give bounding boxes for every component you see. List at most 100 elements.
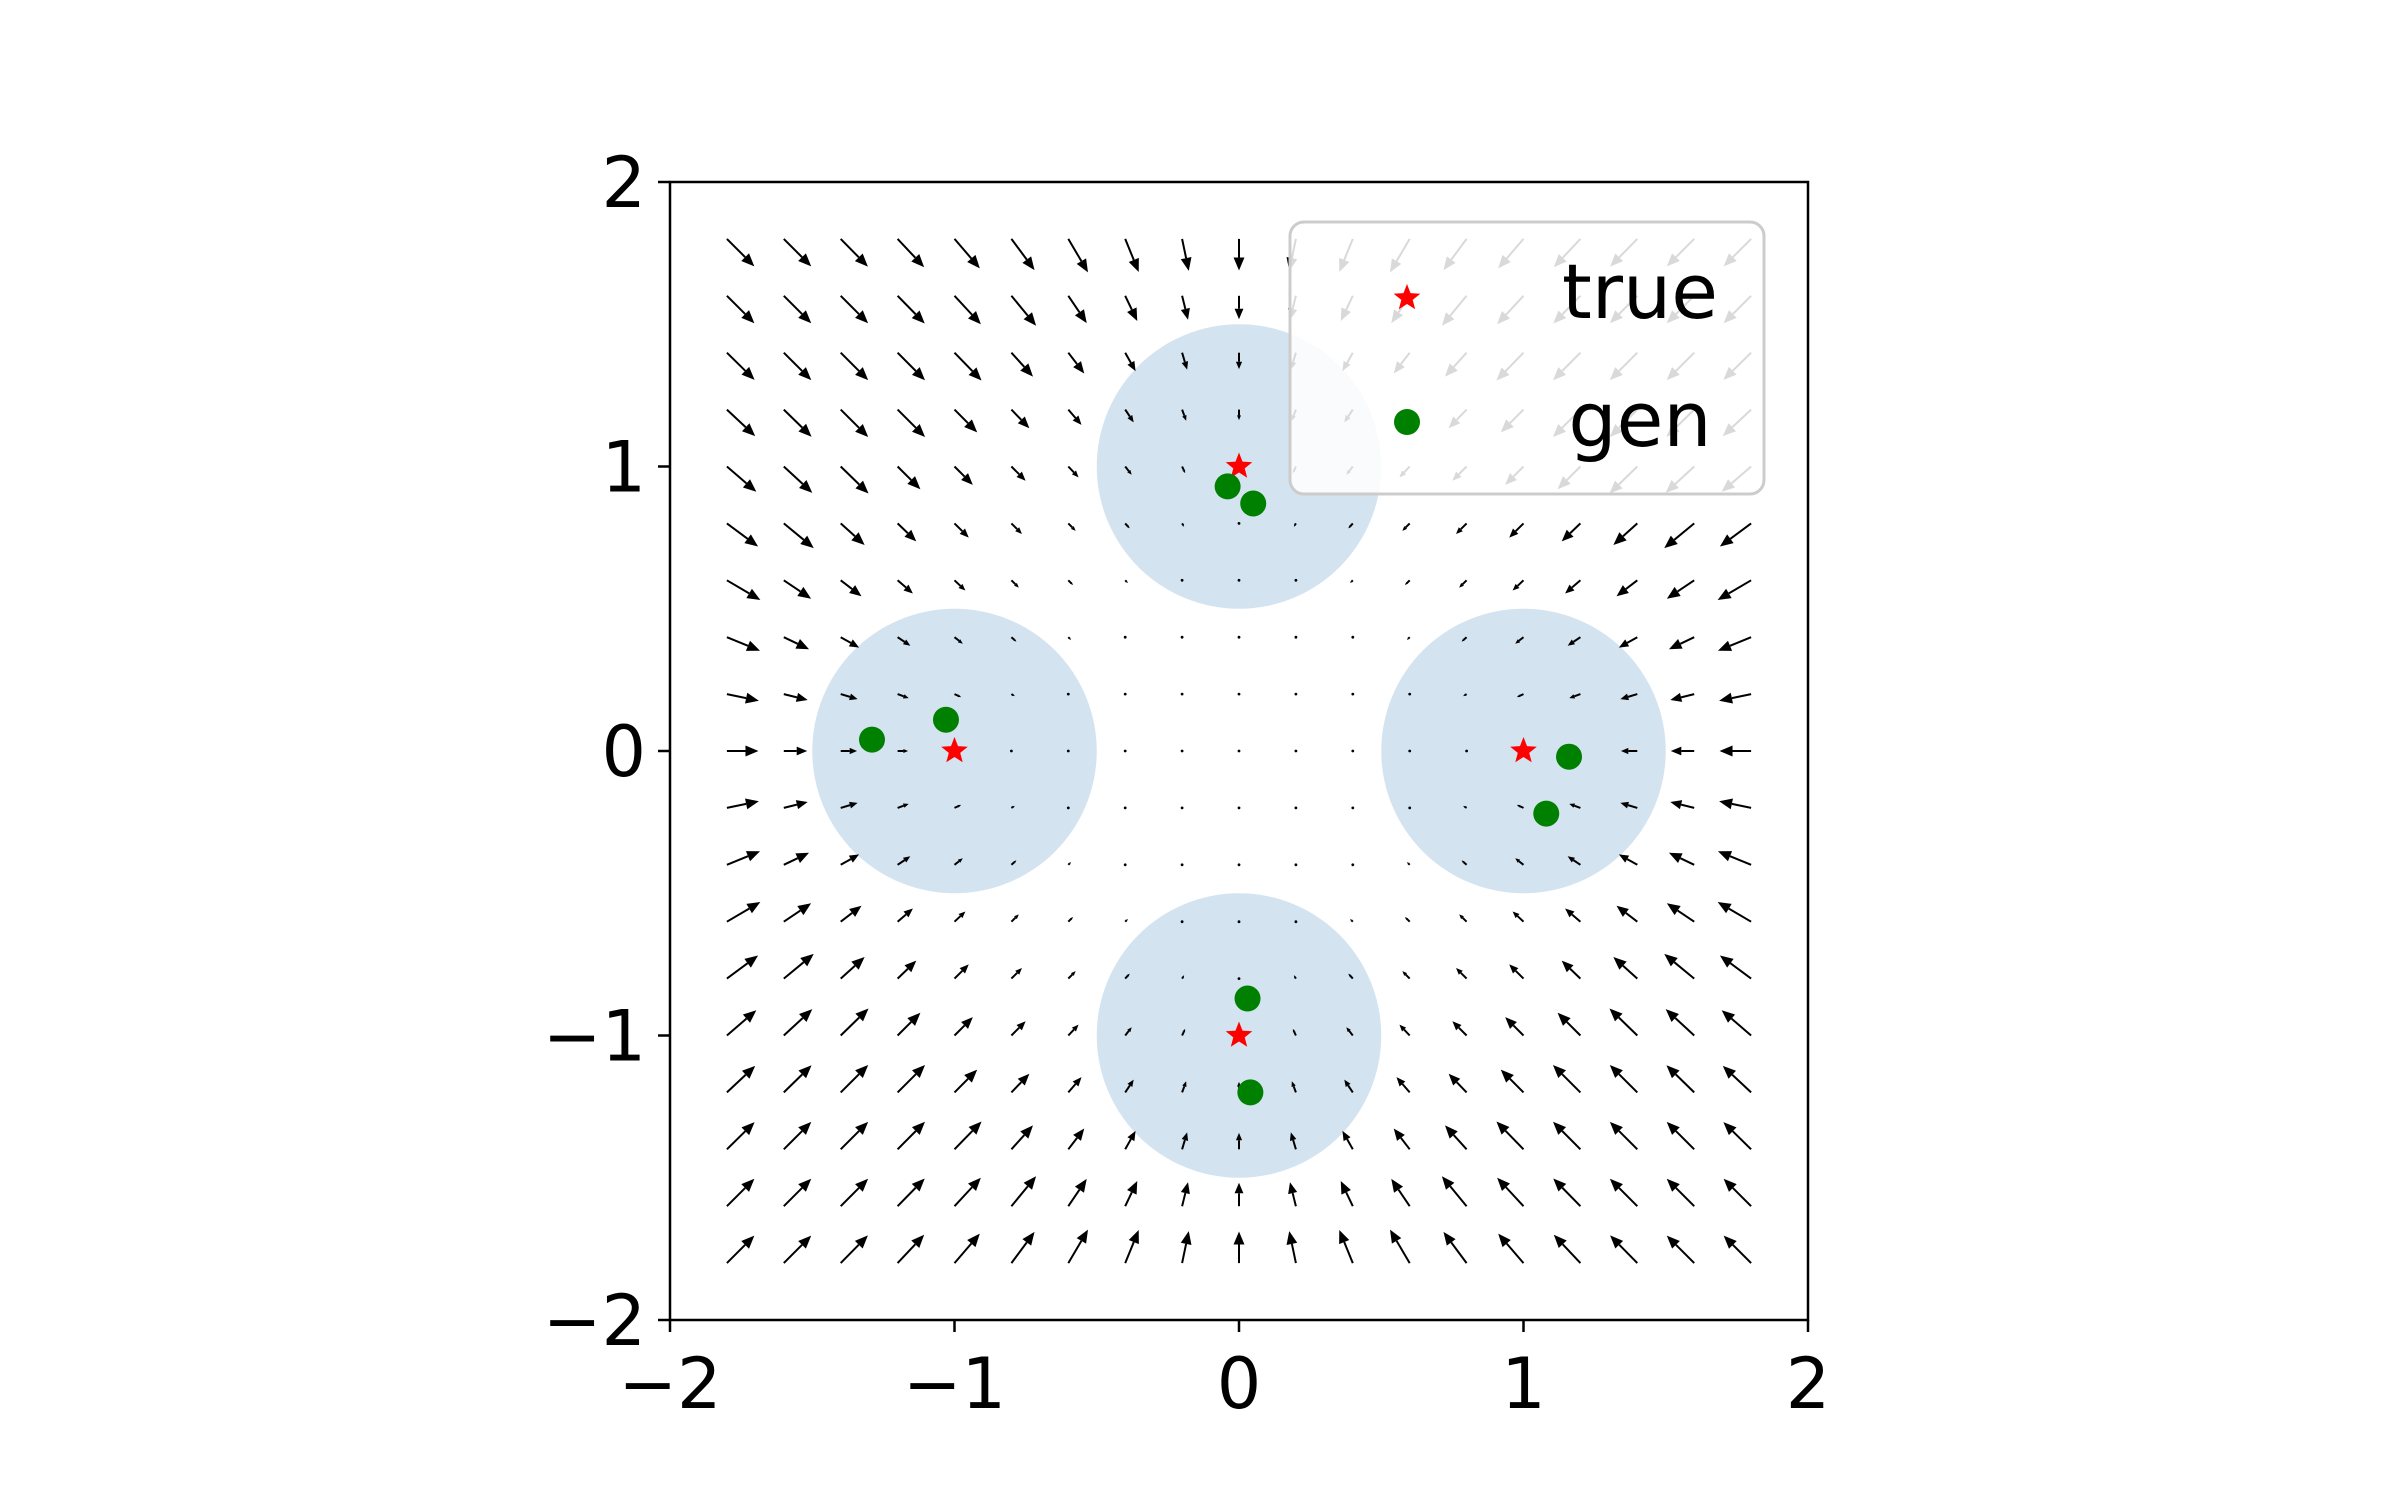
vector-arrow-head bbox=[1234, 1182, 1244, 1194]
vector-arrow-head bbox=[968, 367, 982, 381]
vector-arrow-head bbox=[1463, 805, 1466, 808]
vector-arrow bbox=[953, 1078, 969, 1094]
vector-arrow bbox=[840, 912, 853, 923]
vector-arrow-head bbox=[1512, 911, 1520, 919]
vector-arrow bbox=[1237, 692, 1241, 696]
vector-arrow-head bbox=[849, 693, 858, 701]
vector-arrow bbox=[953, 915, 962, 923]
vector-arrow-head bbox=[1512, 583, 1520, 591]
vector-arrow-head bbox=[1613, 957, 1627, 970]
vector-arrow bbox=[1237, 977, 1241, 980]
vector-arrow bbox=[1293, 1031, 1297, 1036]
vector-arrow-head bbox=[1618, 639, 1630, 648]
vector-arrow-head bbox=[958, 583, 966, 591]
vector-arrow-head bbox=[1292, 1028, 1296, 1033]
vector-arrow-head bbox=[1074, 1178, 1087, 1193]
y-tick-label: 1 bbox=[601, 427, 646, 509]
vector-arrow bbox=[1181, 1243, 1188, 1264]
vector-arrow bbox=[840, 522, 856, 538]
vector-arrow-head bbox=[1071, 1024, 1079, 1032]
vector-arrow-head bbox=[1461, 638, 1465, 642]
vector-arrow bbox=[1010, 1241, 1028, 1264]
vector-arrow-head bbox=[800, 953, 814, 967]
vector-arrow-head bbox=[1289, 1132, 1297, 1141]
vector-arrow bbox=[953, 1024, 966, 1037]
vector-arrow bbox=[1680, 693, 1695, 699]
vector-arrow bbox=[1123, 749, 1127, 753]
vector-arrow-head bbox=[741, 366, 755, 380]
vector-arrow bbox=[726, 1187, 746, 1207]
vector-arrow-head bbox=[1496, 1121, 1510, 1135]
vector-arrow-head bbox=[797, 903, 812, 916]
vector-arrow bbox=[1509, 1078, 1525, 1094]
vector-arrow bbox=[1618, 1073, 1639, 1094]
vector-arrow-head bbox=[1346, 1027, 1351, 1033]
vector-arrow bbox=[1237, 749, 1241, 753]
vector-arrow bbox=[726, 636, 749, 647]
vector-arrow bbox=[1348, 1030, 1354, 1037]
vector-arrow bbox=[839, 238, 860, 259]
vector-arrow-head bbox=[1722, 1065, 1737, 1079]
vector-arrow-head bbox=[799, 480, 813, 493]
vector-arrow bbox=[1351, 635, 1355, 639]
vector-arrow bbox=[1463, 636, 1468, 641]
vector-arrow bbox=[896, 465, 912, 481]
vector-arrow bbox=[1290, 1243, 1297, 1264]
vector-arrow bbox=[1124, 1241, 1135, 1264]
x-tick-label: 2 bbox=[1786, 1343, 1831, 1425]
vector-arrow bbox=[1618, 1187, 1639, 1207]
vector-arrow-head bbox=[849, 905, 862, 917]
vector-arrow bbox=[1675, 1244, 1695, 1264]
vector-arrow bbox=[1066, 692, 1070, 696]
vector-arrow-head bbox=[1126, 973, 1130, 977]
vector-arrow-head bbox=[798, 423, 812, 437]
vector-arrow bbox=[839, 351, 860, 372]
vector-arrow bbox=[726, 238, 746, 258]
vector-arrow bbox=[840, 465, 860, 486]
vector-arrow bbox=[1123, 863, 1127, 867]
true-point-star bbox=[1225, 1021, 1253, 1047]
vector-arrow bbox=[783, 522, 805, 541]
vector-arrow bbox=[1452, 1134, 1468, 1150]
vector-arrow bbox=[1181, 352, 1186, 363]
vector-arrow bbox=[1067, 408, 1077, 419]
vector-arrow bbox=[726, 522, 749, 540]
vector-arrow bbox=[953, 1242, 973, 1264]
vector-arrow-head bbox=[1609, 1178, 1623, 1192]
vector-arrow bbox=[1730, 1017, 1752, 1037]
vector-arrow-head bbox=[1074, 309, 1087, 324]
vector-arrow bbox=[1731, 693, 1752, 700]
vector-arrow-head bbox=[854, 253, 868, 267]
vector-arrow bbox=[897, 804, 905, 809]
vector-arrow-head bbox=[1127, 415, 1134, 423]
vector-arrow bbox=[839, 1187, 860, 1207]
vector-arrow bbox=[1010, 352, 1026, 368]
vector-arrow-head bbox=[1126, 581, 1128, 584]
vector-arrow-head bbox=[741, 1178, 755, 1192]
vector-arrow-head bbox=[1348, 525, 1352, 529]
vector-arrow bbox=[1067, 1028, 1075, 1037]
vector-arrow bbox=[1010, 861, 1015, 866]
vector-arrow-head bbox=[741, 1065, 756, 1079]
vector-arrow-head bbox=[1181, 1132, 1189, 1141]
vector-arrow bbox=[953, 636, 960, 642]
vector-arrow bbox=[1622, 522, 1638, 538]
vector-arrow-head bbox=[1509, 528, 1519, 538]
vector-arrow bbox=[1181, 1139, 1186, 1150]
vector-arrow-head bbox=[902, 803, 909, 808]
vector-arrow-head bbox=[798, 367, 812, 381]
gen-point-circle bbox=[1234, 985, 1261, 1012]
vector-arrow bbox=[1397, 1189, 1411, 1207]
vector-arrow bbox=[1408, 806, 1412, 810]
vector-arrow-head bbox=[957, 639, 963, 644]
vector-arrow bbox=[1294, 578, 1298, 582]
vector-arrow-head bbox=[746, 902, 761, 914]
x-tick-label: 1 bbox=[1501, 1343, 1546, 1425]
vector-arrow-head bbox=[1553, 1178, 1567, 1192]
vector-arrow bbox=[1346, 1138, 1354, 1150]
true-point-star bbox=[1510, 737, 1537, 763]
vector-arrow-head bbox=[1610, 1235, 1624, 1249]
vector-arrow bbox=[1569, 968, 1582, 980]
vector-arrow bbox=[1504, 1130, 1525, 1150]
vector-arrow-head bbox=[1070, 526, 1076, 531]
